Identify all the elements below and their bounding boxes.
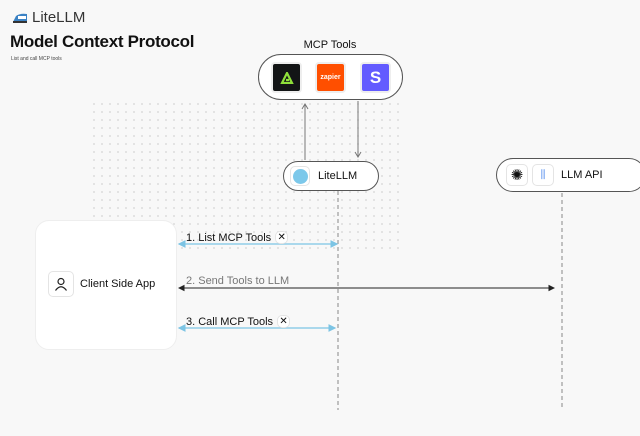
user-icon xyxy=(48,271,74,297)
llm-api-node[interactable]: ✺ ⫼ LLM API xyxy=(496,158,640,192)
step-3-label: 3. Call MCP Tools✕ xyxy=(186,315,291,328)
step-1-text: 1. List MCP Tools xyxy=(186,231,272,244)
brand-name: LiteLLM xyxy=(32,9,86,26)
tools-icon: ✕ xyxy=(275,231,289,244)
step-3-text: 3. Call MCP Tools xyxy=(186,315,274,328)
llm-api-node-label: LLM API xyxy=(561,169,603,181)
page-title: Model Context Protocol xyxy=(10,32,195,51)
client-side-app-label: Client Side App xyxy=(80,278,156,290)
litellm-icon xyxy=(290,166,310,186)
page-subtitle: List and call MCP tools xyxy=(11,56,62,62)
mcp-tool-zapier[interactable]: zapier xyxy=(315,62,346,93)
openai-icon: ✺ xyxy=(506,164,528,186)
litellm-node[interactable]: LiteLLM xyxy=(283,161,379,191)
mcp-tools-label: MCP Tools xyxy=(303,39,357,51)
tool-a-icon xyxy=(279,71,294,84)
litellm-logo-icon xyxy=(13,13,27,23)
litellm-node-label: LiteLLM xyxy=(318,170,358,182)
step-2-label: 2. Send Tools to LLM xyxy=(186,275,290,287)
mcp-tool-a[interactable] xyxy=(271,62,302,93)
brand: LiteLLM xyxy=(12,9,85,26)
llama-index-icon: ⫼ xyxy=(532,164,554,186)
tools-icon: ✕ xyxy=(277,315,291,328)
mcp-tool-stripe[interactable]: S xyxy=(360,62,391,93)
step-1-label: 1. List MCP Tools✕ xyxy=(186,231,289,244)
